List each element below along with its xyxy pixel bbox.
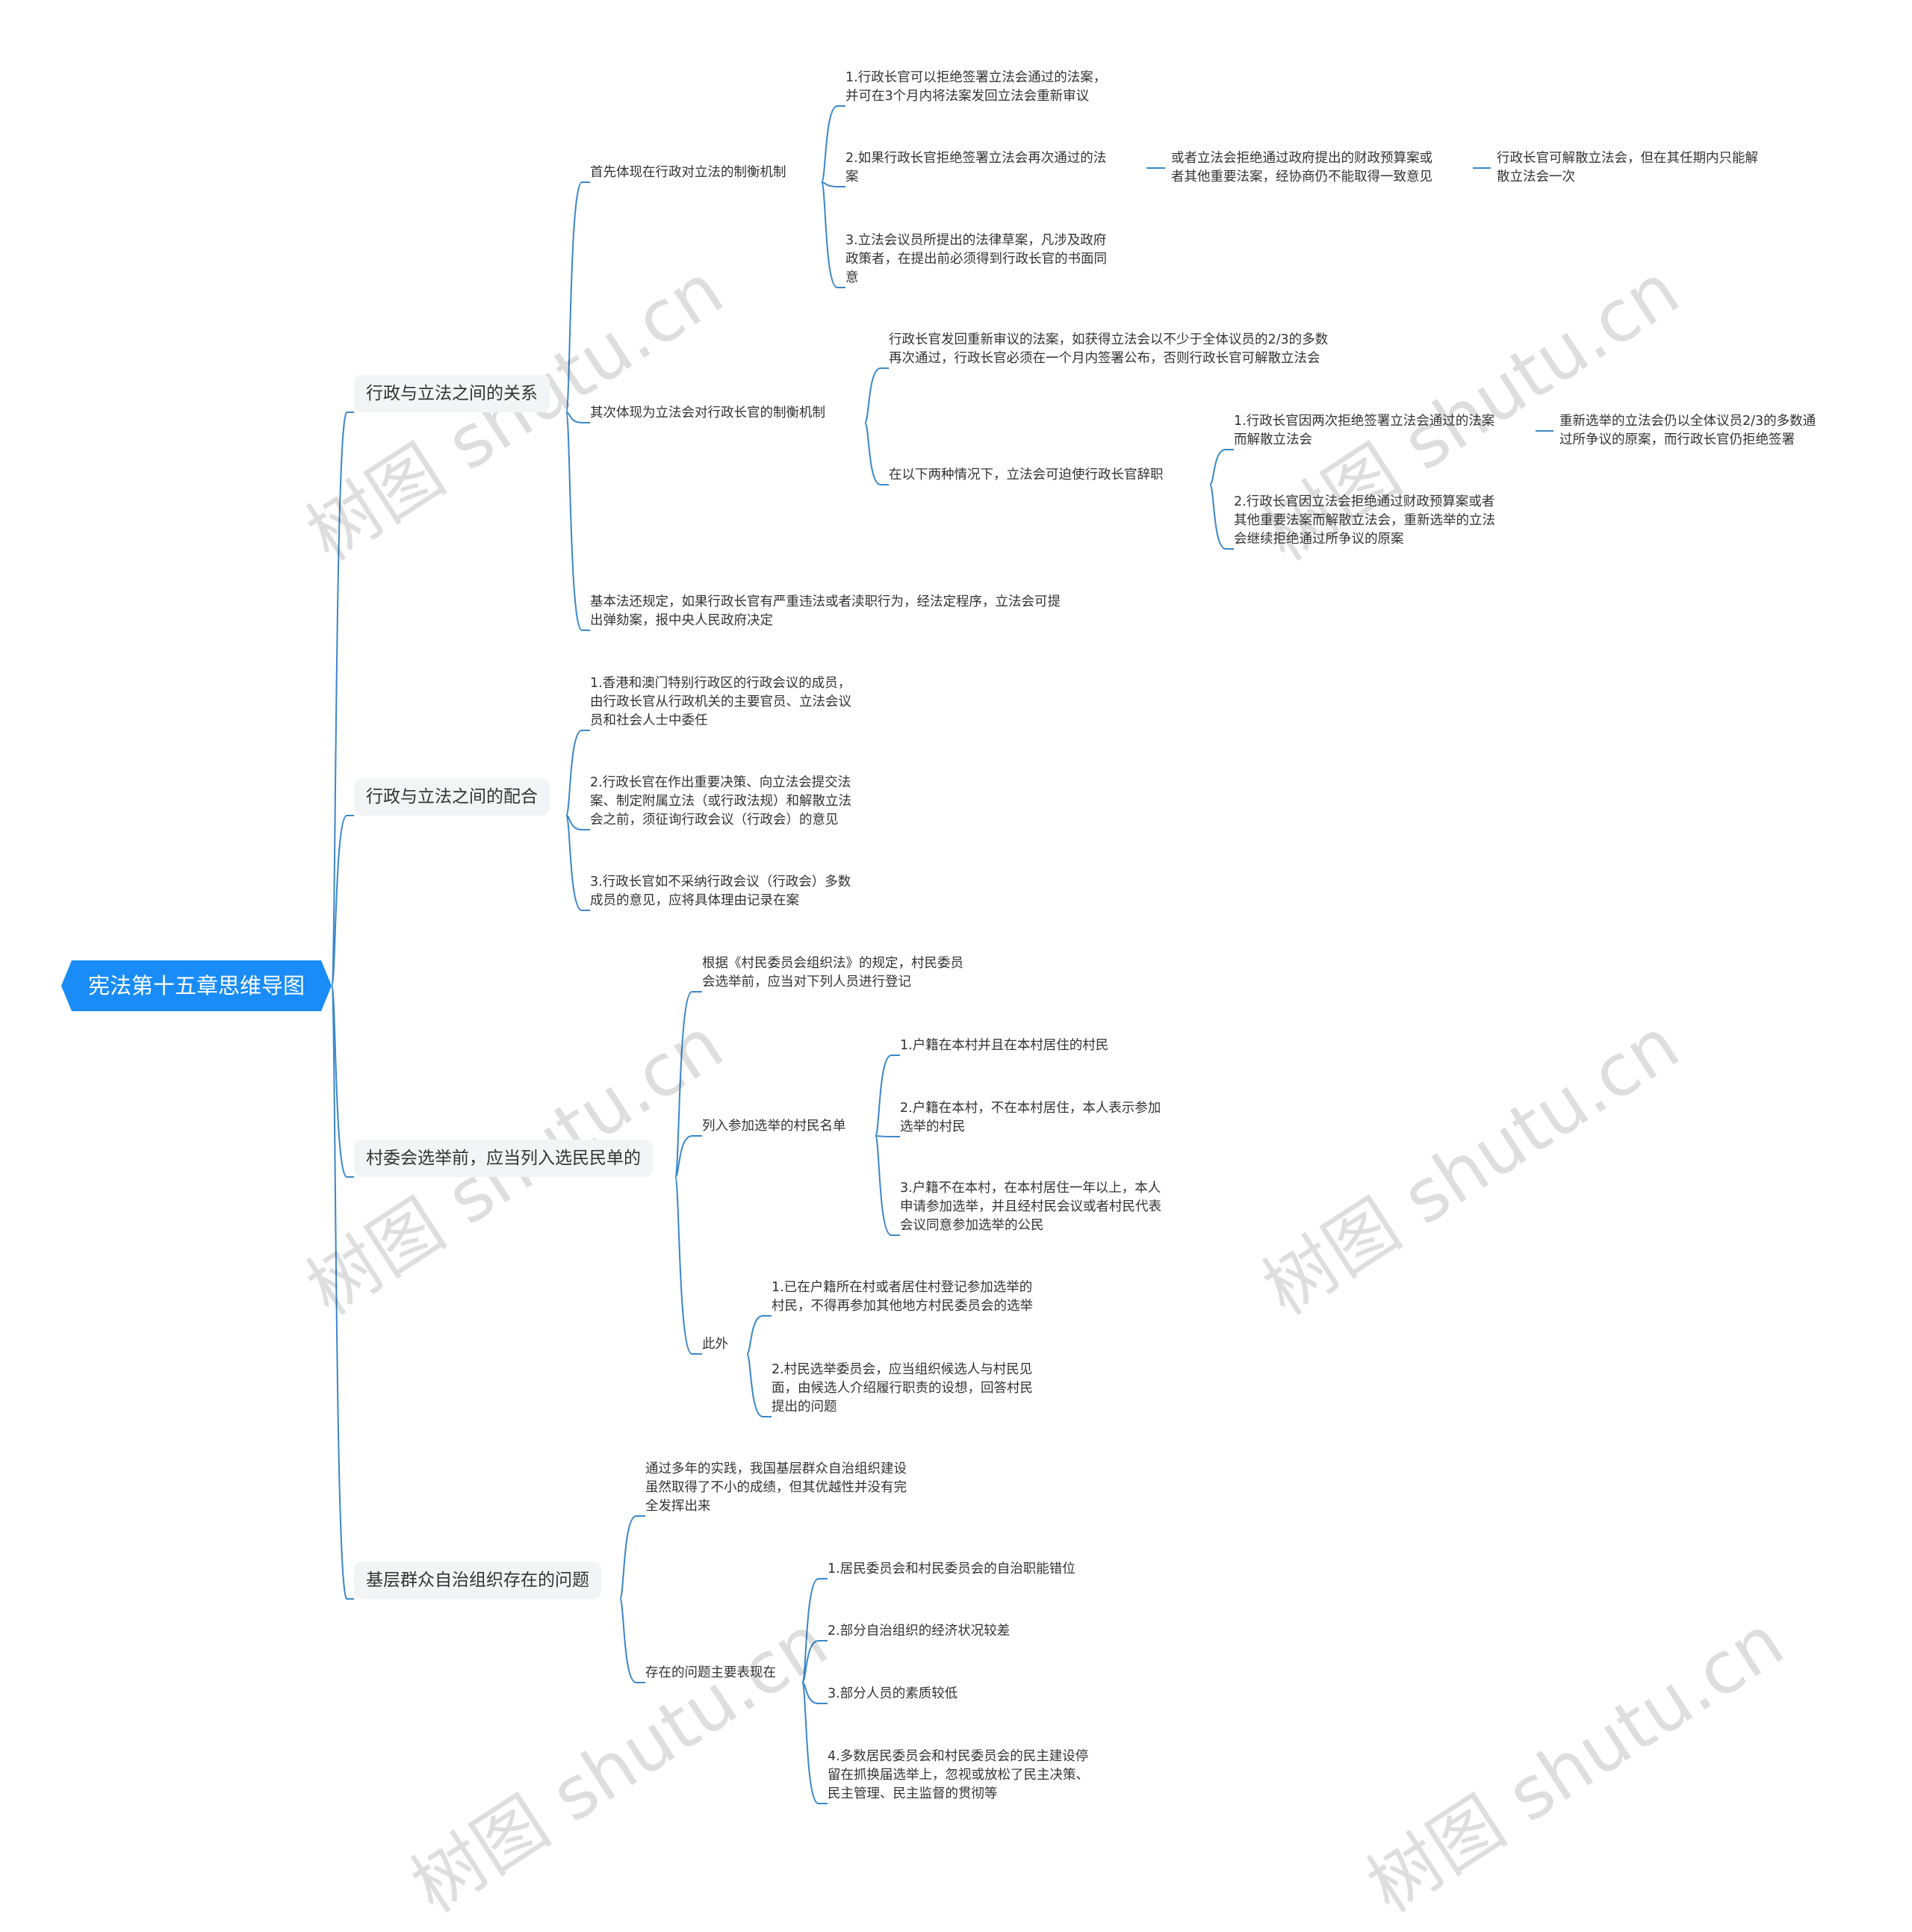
node-absent-villager[interactable]: 2.户籍在本村，不在本村居住，本人表示参加 选举的村民 [900, 1101, 1161, 1134]
connector-line [864, 422, 889, 485]
connector-line [875, 1054, 900, 1137]
node-bill-consent[interactable]: 3.立法会议员所提出的法律草案，凡涉及政府 政策者，在提出前必须得到行政长官的书… [845, 233, 1107, 285]
node-main-problems[interactable]: 存在的问题主要表现在 [645, 1665, 776, 1680]
connector-line [821, 181, 845, 187]
connector-line [801, 1640, 828, 1683]
branch-executive-legislative-relation[interactable]: 行政与立法之间的关系 [354, 375, 550, 412]
branch-grassroots-problems[interactable]: 基层群众自治组织存在的问题 [354, 1562, 601, 1599]
node-consult-council[interactable]: 2.行政长官在作出重要决策、向立法会提交法 案、制定附属立法（或行政法规）和解散… [590, 775, 851, 827]
connector-line [674, 1135, 702, 1178]
connector-line [864, 367, 889, 423]
node-impeachment[interactable]: 基本法还规定，如果行政长官有严重违法或者渎职行为，经法定程序，立法会可提 出弹劾… [590, 594, 1061, 628]
node-two-thirds-pass[interactable]: 行政长官发回重新审议的法案，如获得立法会以不少于全体议员的2/3的多数 再次通过… [889, 332, 1329, 366]
connector-line [821, 105, 845, 183]
connector-line [565, 411, 590, 423]
connector-lines [331, 105, 1554, 1804]
node-nonregistered-resident[interactable]: 3.户籍不在本村，在本村居住一年以上，本人 申请参加选举，并且经村民会议或者村民… [900, 1181, 1161, 1233]
root-node[interactable]: 宪法第十五章思维导图 [61, 960, 332, 1011]
node-problem-3[interactable]: 3.部分人员的素质较低 [828, 1686, 958, 1701]
node-voter-list[interactable]: 列入参加选举的村民名单 [702, 1119, 846, 1134]
node-budget-refused[interactable]: 或者立法会拒绝通过政府提出的财政预算案或 者其他重要法案，经协商仍不能取得一致意… [1171, 151, 1433, 184]
node-resign-case-1[interactable]: 1.行政长官因两次拒绝签署立法会通过的法案 而解散立法会 [1234, 414, 1495, 447]
node-refuse-again[interactable]: 2.如果行政长官拒绝签署立法会再次通过的法 案 [845, 151, 1107, 184]
root-title: 宪法第十五章思维导图 [87, 973, 305, 998]
connector-line [565, 730, 590, 816]
connector-line [1209, 449, 1234, 485]
connector-line [875, 1135, 900, 1137]
branch-executive-legislative-cooperation[interactable]: 行政与立法之间的配合 [354, 778, 550, 816]
node-resident-villager[interactable]: 1.户籍在本村并且在本村居住的村民 [900, 1038, 1109, 1053]
node-resign-case-1-detail[interactable]: 重新选举的立法会仍以全体议员2/3的多数通 过所争议的原案，而行政长官仍拒绝签署 [1559, 414, 1816, 447]
node-council-members[interactable]: 1.香港和澳门特别行政区的行政会议的成员， 由行政长官从行政机关的主要官员、立法… [590, 676, 851, 728]
node-practice-achievements[interactable]: 通过多年的实践，我国基层群众自治组织建设 虽然取得了不小的成绩，但其优越性并没有… [645, 1462, 907, 1514]
node-executive-checks[interactable]: 首先体现在行政对立法的制衡机制 [590, 165, 786, 180]
connector-line [674, 1176, 702, 1355]
node-veto-bill[interactable]: 1.行政长官可以拒绝签署立法会通过的法案， 并可在3个月内将法案发回立法会重新审… [845, 70, 1107, 104]
connector-line [801, 1682, 828, 1704]
connector-line [619, 1515, 645, 1600]
connector-line [331, 985, 354, 1178]
node-resign-case-2[interactable]: 2.行政长官因立法会拒绝通过财政预算案或者 其他重要法案而解散立法会，重新选举的… [1234, 494, 1495, 547]
connector-line [619, 1598, 645, 1683]
node-single-registration[interactable]: 1.已在户籍所在村或者居住村登记参加选举的 村民，不得再参加其他地方村民委员会的… [772, 1280, 1033, 1314]
node-record-reasons[interactable]: 3.行政长官如不采纳行政会议（行政会）多数 成员的意见，应将具体理由记录在案 [590, 875, 851, 908]
node-problem-2[interactable]: 2.部分自治组织的经济状况较差 [828, 1624, 1011, 1639]
root-shape [61, 960, 332, 1011]
connector-line [801, 1578, 828, 1683]
connector-line [565, 181, 590, 413]
node-problem-4[interactable]: 4.多数居民委员会和村民委员会的民主建设停 留在抓换届选举上，忽视或放松了民主决… [828, 1749, 1089, 1801]
connector-line [821, 181, 845, 288]
connector-line [746, 1353, 772, 1417]
connector-line [565, 815, 590, 911]
connector-line [565, 411, 590, 631]
node-force-resign[interactable]: 在以下两种情况下，立法会可迫使行政长官辞职 [889, 468, 1164, 482]
connector-line [331, 985, 354, 1600]
connector-line [674, 991, 702, 1178]
branch-village-election-voters[interactable]: 村委会选举前，应当列入选民民单的 [354, 1140, 653, 1177]
node-organic-law[interactable]: 根据《村民委员会组织法》的规定，村民委员 会选举前，应当对下列人员进行登记 [702, 956, 963, 990]
connector-line [565, 815, 590, 830]
connector-line [875, 1135, 900, 1236]
connector-line [331, 815, 354, 987]
node-legislative-checks[interactable]: 其次体现为立法会对行政长官的制衡机制 [590, 406, 825, 420]
node-problem-1[interactable]: 1.居民委员会和村民委员会的自治职能错位 [828, 1562, 1076, 1577]
connector-line [746, 1315, 772, 1355]
node-dissolve-once[interactable]: 行政长官可解散立法会，但在其任期内只能解 散立法会一次 [1497, 151, 1758, 184]
connector-line [1209, 484, 1234, 550]
node-besides[interactable]: 此外 [702, 1337, 728, 1352]
connector-line [801, 1682, 828, 1804]
connector-line [331, 411, 354, 987]
node-candidate-meeting[interactable]: 2.村民选举委员会，应当组织候选人与村民见 面，由候选人介绍履行职责的设想，回答… [772, 1362, 1033, 1414]
